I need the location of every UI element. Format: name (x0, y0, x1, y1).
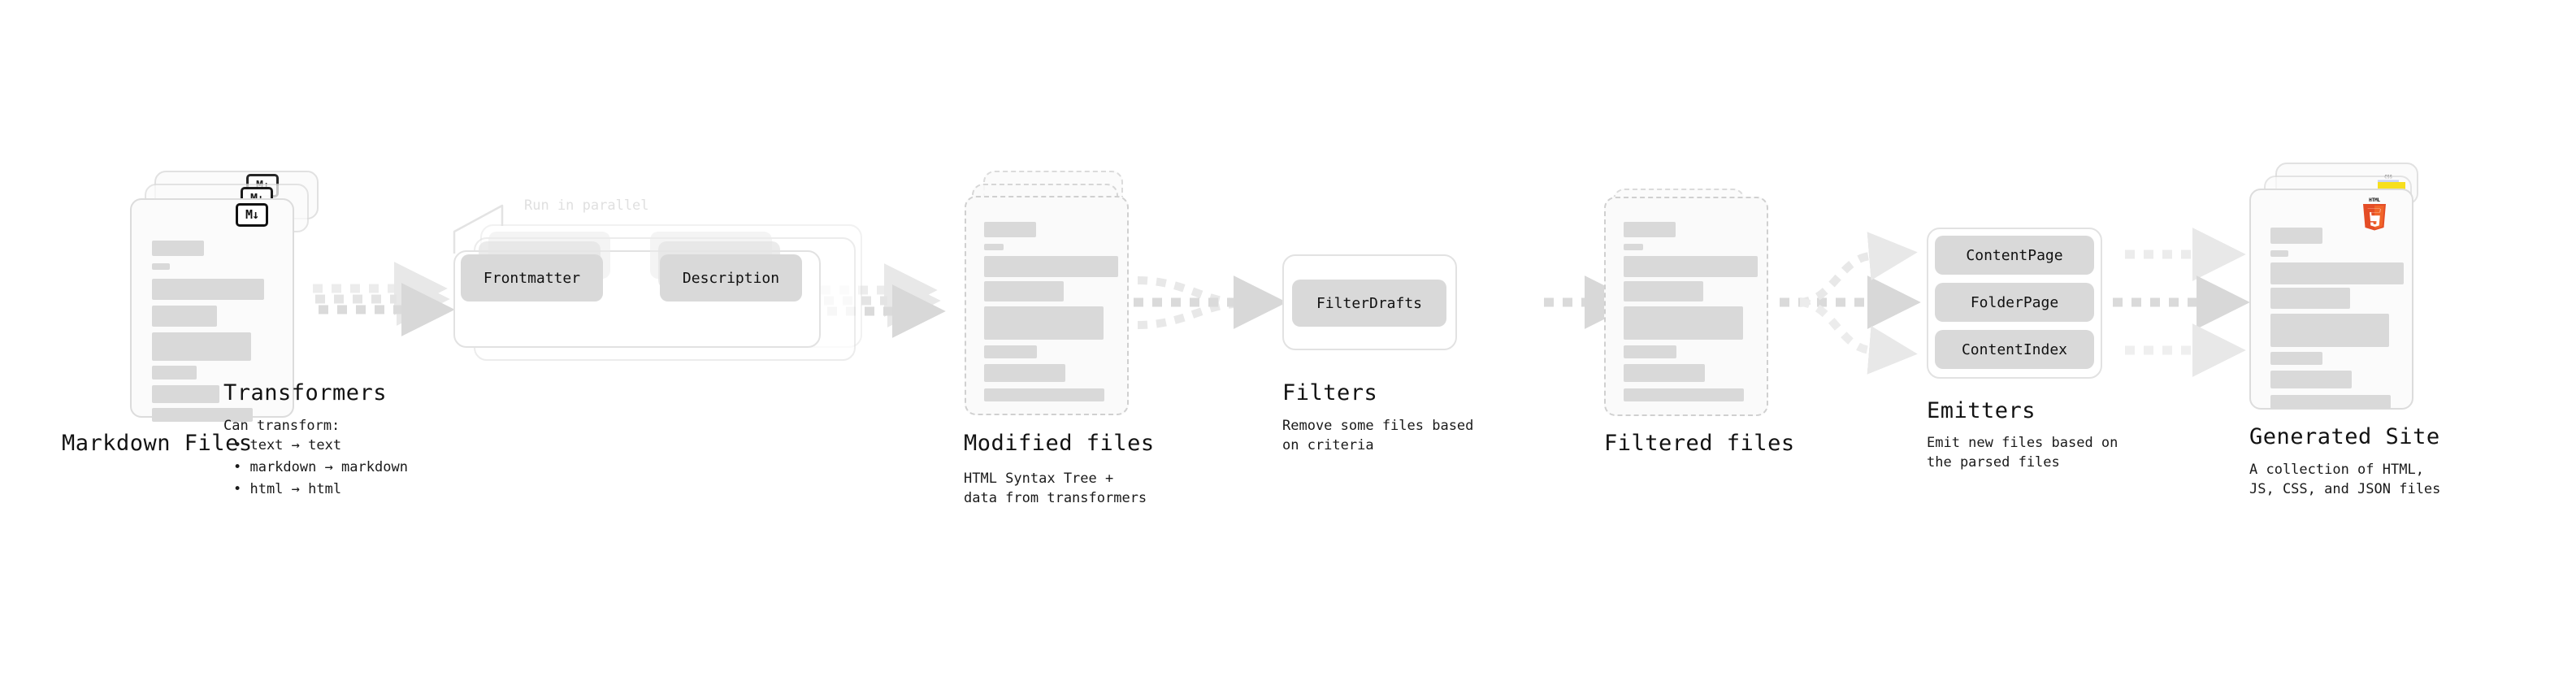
placeholder-row (2270, 262, 2404, 284)
placeholder-row (984, 388, 1104, 401)
placeholder-row (2270, 314, 2389, 347)
placeholder-row (984, 306, 1104, 340)
emitter-chip-contentindex[interactable]: ContentIndex (1935, 330, 2094, 369)
filtered-file-card-front (1604, 197, 1768, 416)
arrow-filtered-to-emitters (1780, 232, 1921, 375)
placeholder-row (152, 279, 264, 300)
placeholder-row (984, 345, 1037, 358)
markdown-file-card-front (130, 198, 294, 422)
site-file-card-front (2249, 189, 2413, 410)
placeholder-row (2270, 288, 2350, 309)
placeholder-row (1624, 256, 1758, 277)
placeholder-sub (152, 263, 170, 270)
arrow-markdown-to-transformers (313, 262, 455, 336)
emitter-chip-contentpage-label: ContentPage (1966, 246, 2063, 264)
stage-label-emitters: Emitters (1927, 398, 2036, 423)
run-in-parallel-note: Run in parallel (524, 197, 649, 214)
placeholder-sub (2270, 250, 2288, 257)
modified-file-card-front (965, 196, 1129, 415)
filters-desc: Remove some files based on criteria (1282, 418, 1474, 453)
placeholder-row (152, 366, 197, 380)
stage-label-generated-site: Generated Site (2249, 424, 2440, 449)
placeholder-row (984, 281, 1064, 301)
placeholder-sub (984, 244, 1004, 250)
transformer-chip-description-label: Description (682, 269, 780, 287)
html5-icon: HTML (2359, 195, 2390, 232)
markdown-badge-front: M↓ (236, 203, 268, 227)
stage-label-transformers: Transformers (223, 380, 388, 406)
emitter-chip-folderpage[interactable]: FolderPage (1935, 283, 2094, 322)
arrow-modified-to-filters (1134, 275, 1287, 329)
placeholder-row (152, 306, 217, 327)
transformers-bullet-1: • markdown → markdown (233, 459, 408, 475)
placeholder-row (984, 256, 1118, 277)
emitter-chip-contentindex-label: ContentIndex (1961, 340, 2068, 358)
placeholder-row (152, 332, 251, 361)
emitters-desc: Emit new files based on the parsed files (1927, 435, 2118, 471)
emitter-chip-contentpage[interactable]: ContentPage (1935, 236, 2094, 275)
filter-chip-filterdrafts[interactable]: FilterDrafts (1292, 280, 1446, 327)
placeholder-row (984, 364, 1065, 382)
placeholder-sub (1624, 244, 1643, 250)
placeholder-row (1624, 388, 1744, 401)
placeholder-row (2270, 371, 2352, 388)
placeholder-row (1624, 345, 1676, 358)
emitter-chip-folderpage-label: FolderPage (1970, 293, 2059, 311)
transformer-chip-frontmatter[interactable]: Frontmatter (461, 254, 603, 301)
placeholder-heading (984, 222, 1036, 237)
placeholder-row (1624, 281, 1703, 301)
placeholder-row (1624, 306, 1743, 340)
stage-label-markdown-files: Markdown Files (62, 431, 253, 456)
stage-label-filtered-files: Filtered files (1604, 431, 1795, 456)
modified-files-desc: HTML Syntax Tree + data from transformer… (964, 471, 1147, 506)
placeholder-row (2270, 352, 2322, 365)
placeholder-row (152, 408, 253, 422)
generated-site-desc: A collection of HTML, JS, CSS, and JSON … (2249, 462, 2441, 497)
stage-label-filters: Filters (1282, 380, 1378, 406)
svg-text:HTML: HTML (2369, 197, 2380, 203)
stage-label-modified-files: Modified files (964, 431, 1155, 456)
arrow-emitters-to-site (2113, 228, 2250, 377)
placeholder-heading (152, 241, 204, 256)
placeholder-heading (1624, 222, 1676, 237)
placeholder-heading (2270, 228, 2322, 244)
placeholder-row (2270, 395, 2391, 409)
placeholder-row (1624, 364, 1705, 382)
transformers-bullet-0: • text → text (233, 437, 342, 453)
transformers-bullet-2: • html → html (233, 481, 342, 497)
transformers-desc: Can transform: (223, 418, 340, 434)
placeholder-row (152, 385, 219, 403)
filter-chip-filterdrafts-label: FilterDrafts (1316, 294, 1423, 312)
transformer-chip-frontmatter-label: Frontmatter (483, 269, 581, 287)
transformer-chip-description[interactable]: Description (660, 254, 802, 301)
